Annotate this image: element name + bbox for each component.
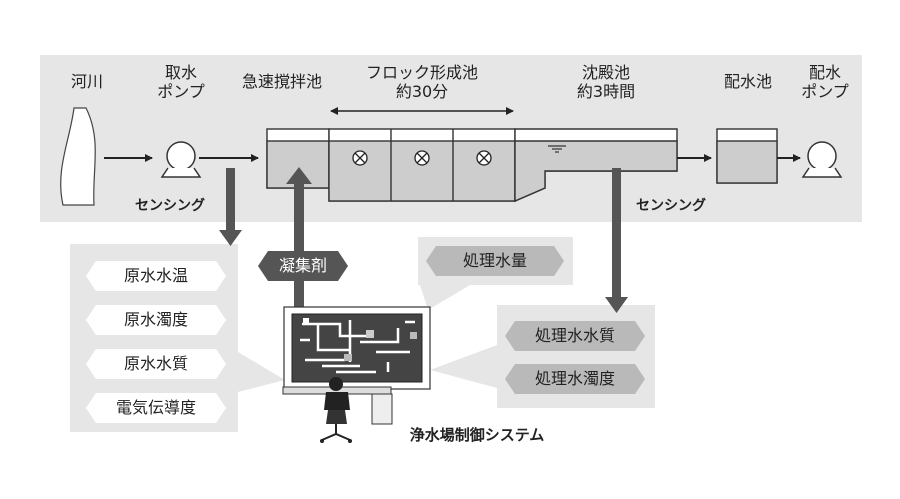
label-river: 河川 [70, 72, 103, 91]
distribution-reservoir-tank [716, 128, 778, 184]
label-sensing-raw: センシング [135, 198, 205, 214]
raw-water-item: 原水濁度 [86, 305, 226, 335]
river-stream-icon [60, 107, 96, 206]
label-intake-pump: 取水 ポンプ [150, 63, 212, 101]
control-system-label: 浄水場制御システム [409, 426, 545, 444]
callout-raw-water [238, 352, 285, 392]
label-distribution-pump-line1: 配水 [808, 63, 841, 82]
label-distribution-pump: 配水 ポンプ [794, 63, 856, 101]
label-intake-pump-line2: ポンプ [157, 82, 205, 101]
callout-treated-volume [420, 285, 470, 310]
raw-water-sensing-arrow [219, 168, 242, 246]
control-room-illustration [282, 306, 431, 443]
treated-water-item: 処理水水質 [505, 321, 645, 351]
mixer-icon [352, 150, 368, 166]
callout-treated-water [430, 345, 497, 388]
label-intake-pump-line1: 取水 [164, 63, 197, 82]
coagulant-badge: 凝集剤 [258, 251, 348, 281]
treated-volume-item: 処理水量 [426, 246, 564, 276]
label-sedimentation-time: 約3時間 [576, 82, 636, 101]
label-distribution-pump-line2: ポンプ [801, 82, 849, 101]
distribution-pump-icon [801, 141, 843, 178]
mixer-icon [414, 150, 430, 166]
label-sedimentation-name: 沈殿池 [581, 63, 630, 82]
label-rapid-mixing: 急速撹拌池 [241, 72, 322, 91]
raw-water-item: 原水水温 [86, 261, 226, 291]
raw-water-item: 原水水質 [86, 349, 226, 379]
intake-pump-icon [160, 141, 202, 178]
label-sedimentation: 沈殿池 約3時間 [556, 63, 656, 101]
treated-water-item: 処理水濁度 [505, 364, 645, 394]
label-flocculation-time: 約30分 [395, 82, 449, 101]
treated-water-sensing-arrow [605, 168, 628, 313]
label-distribution-reservoir: 配水池 [723, 72, 772, 91]
label-sensing-treated: センシング [636, 198, 706, 214]
label-flocculation-name: フロック形成池 [365, 63, 478, 82]
sedimentation-basin [514, 128, 678, 203]
label-flocculation: フロック形成池 約30分 [352, 63, 492, 101]
raw-water-item: 電気伝導度 [86, 393, 226, 423]
coagulant-dosing-arrow [286, 167, 312, 310]
mixer-icon [476, 150, 492, 166]
